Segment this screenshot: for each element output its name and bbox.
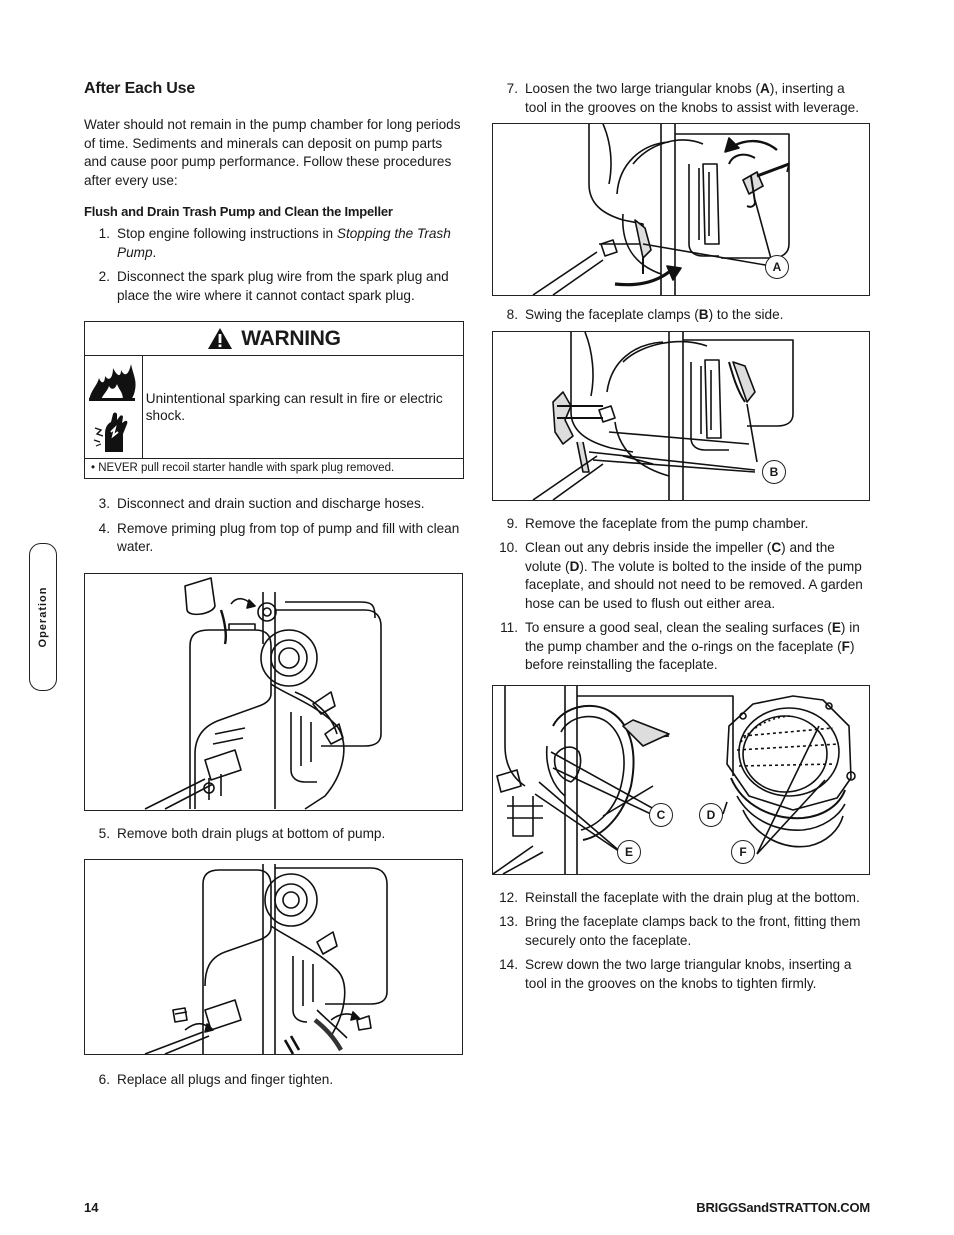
step-6: 6.Replace all plugs and finger tighten. [98,1072,334,1087]
fill-pump-illustration [144,576,382,810]
step-10: 10.Clean out any debris inside the impel… [499,540,863,611]
warning-triangle-icon [208,328,233,349]
step-9: 9.Remove the faceplate from the pump cha… [506,515,809,531]
step-5: 5.Remove both drain plugs at bottom of p… [98,825,386,841]
step-14: 14.Screw down the two large triangular k… [499,957,852,991]
step-4: 4.Remove priming plug from top of pump a… [98,520,460,555]
steps-list-d: 6.Replace all plugs and finger tighten. [84,1071,464,1090]
warning-body: Unintentional sparking can result in fir… [85,356,463,459]
warning-text: Unintentional sparking can result in fir… [145,391,443,423]
loosen-knobs-illustration [532,124,790,295]
website-url: BRIGGSandSTRATTON.COM [696,1200,870,1215]
steps-list-b: 3.Disconnect and drain suction and disch… [84,495,464,557]
left-column: After Each Use Water should not remain i… [84,80,464,1096]
steps-list-a: 1.Stop engine following instructions in … [84,225,464,305]
drain-plugs-illustration [144,864,388,1054]
steps-list-e: 7.Loosen the two large triangular knobs … [492,80,870,117]
step-11: 11.To ensure a good seal, clean the seal… [500,620,860,672]
step-1: 1.Stop engine following instructions in … [98,226,451,260]
steps-list-c: 5.Remove both drain plugs at bottom of p… [84,825,464,844]
figure-fill-pump [84,572,463,811]
section-tab-label: Operation [37,586,49,648]
section-heading: After Each Use [84,80,196,97]
steps-list-g: 9.Remove the faceplate from the pump cha… [492,515,870,675]
step-8: 8.Swing the faceplate clamps (B) to the … [506,307,784,322]
warning-title: WARNING [241,326,341,350]
step-13: 13.Bring the faceplate clamps back to th… [499,914,861,948]
procedure-heading: Flush and Drain Trash Pump and Clean the… [84,204,393,219]
callout-b: B [762,459,786,484]
step-12: 12.Reinstall the faceplate with the drai… [499,889,860,905]
figure-loosen-knobs: A [492,123,870,296]
right-column: 7.Loosen the two large triangular knobs … [492,80,870,999]
warning-icons [85,356,143,458]
callout-c: C [649,802,673,827]
figure-drain-plugs [84,859,463,1055]
steps-list-f: 8.Swing the faceplate clamps (B) to the … [492,306,870,325]
callout-e: E [617,839,641,864]
figure-faceplate-clamps: B [492,330,870,501]
callout-a: A [765,255,789,279]
figure-impeller-volute: C D E F [492,684,870,875]
callout-f: F [731,839,755,864]
page-number: 14 [84,1200,99,1215]
warning-bullet: • NEVER pull recoil starter handle with … [91,462,395,474]
step-2: 2.Disconnect the spark plug wire from th… [98,269,449,303]
fire-icon [89,364,136,401]
faceplate-clamps-illustration [532,331,794,500]
warning-box: WARNING Unintentional sparking can resul… [84,321,464,479]
section-tab: Operation [29,543,57,691]
steps-list-h: 12.Reinstall the faceplate with the drai… [492,889,870,994]
intro-paragraph: Water should not remain in the pump cham… [84,117,461,188]
step-3: 3.Disconnect and drain suction and disch… [98,496,425,511]
callout-d: D [699,802,723,827]
impeller-volute-illustration [493,685,856,874]
warning-header: WARNING [85,322,463,356]
step-7: 7.Loosen the two large triangular knobs … [506,81,859,115]
electric-shock-icon [94,412,128,452]
